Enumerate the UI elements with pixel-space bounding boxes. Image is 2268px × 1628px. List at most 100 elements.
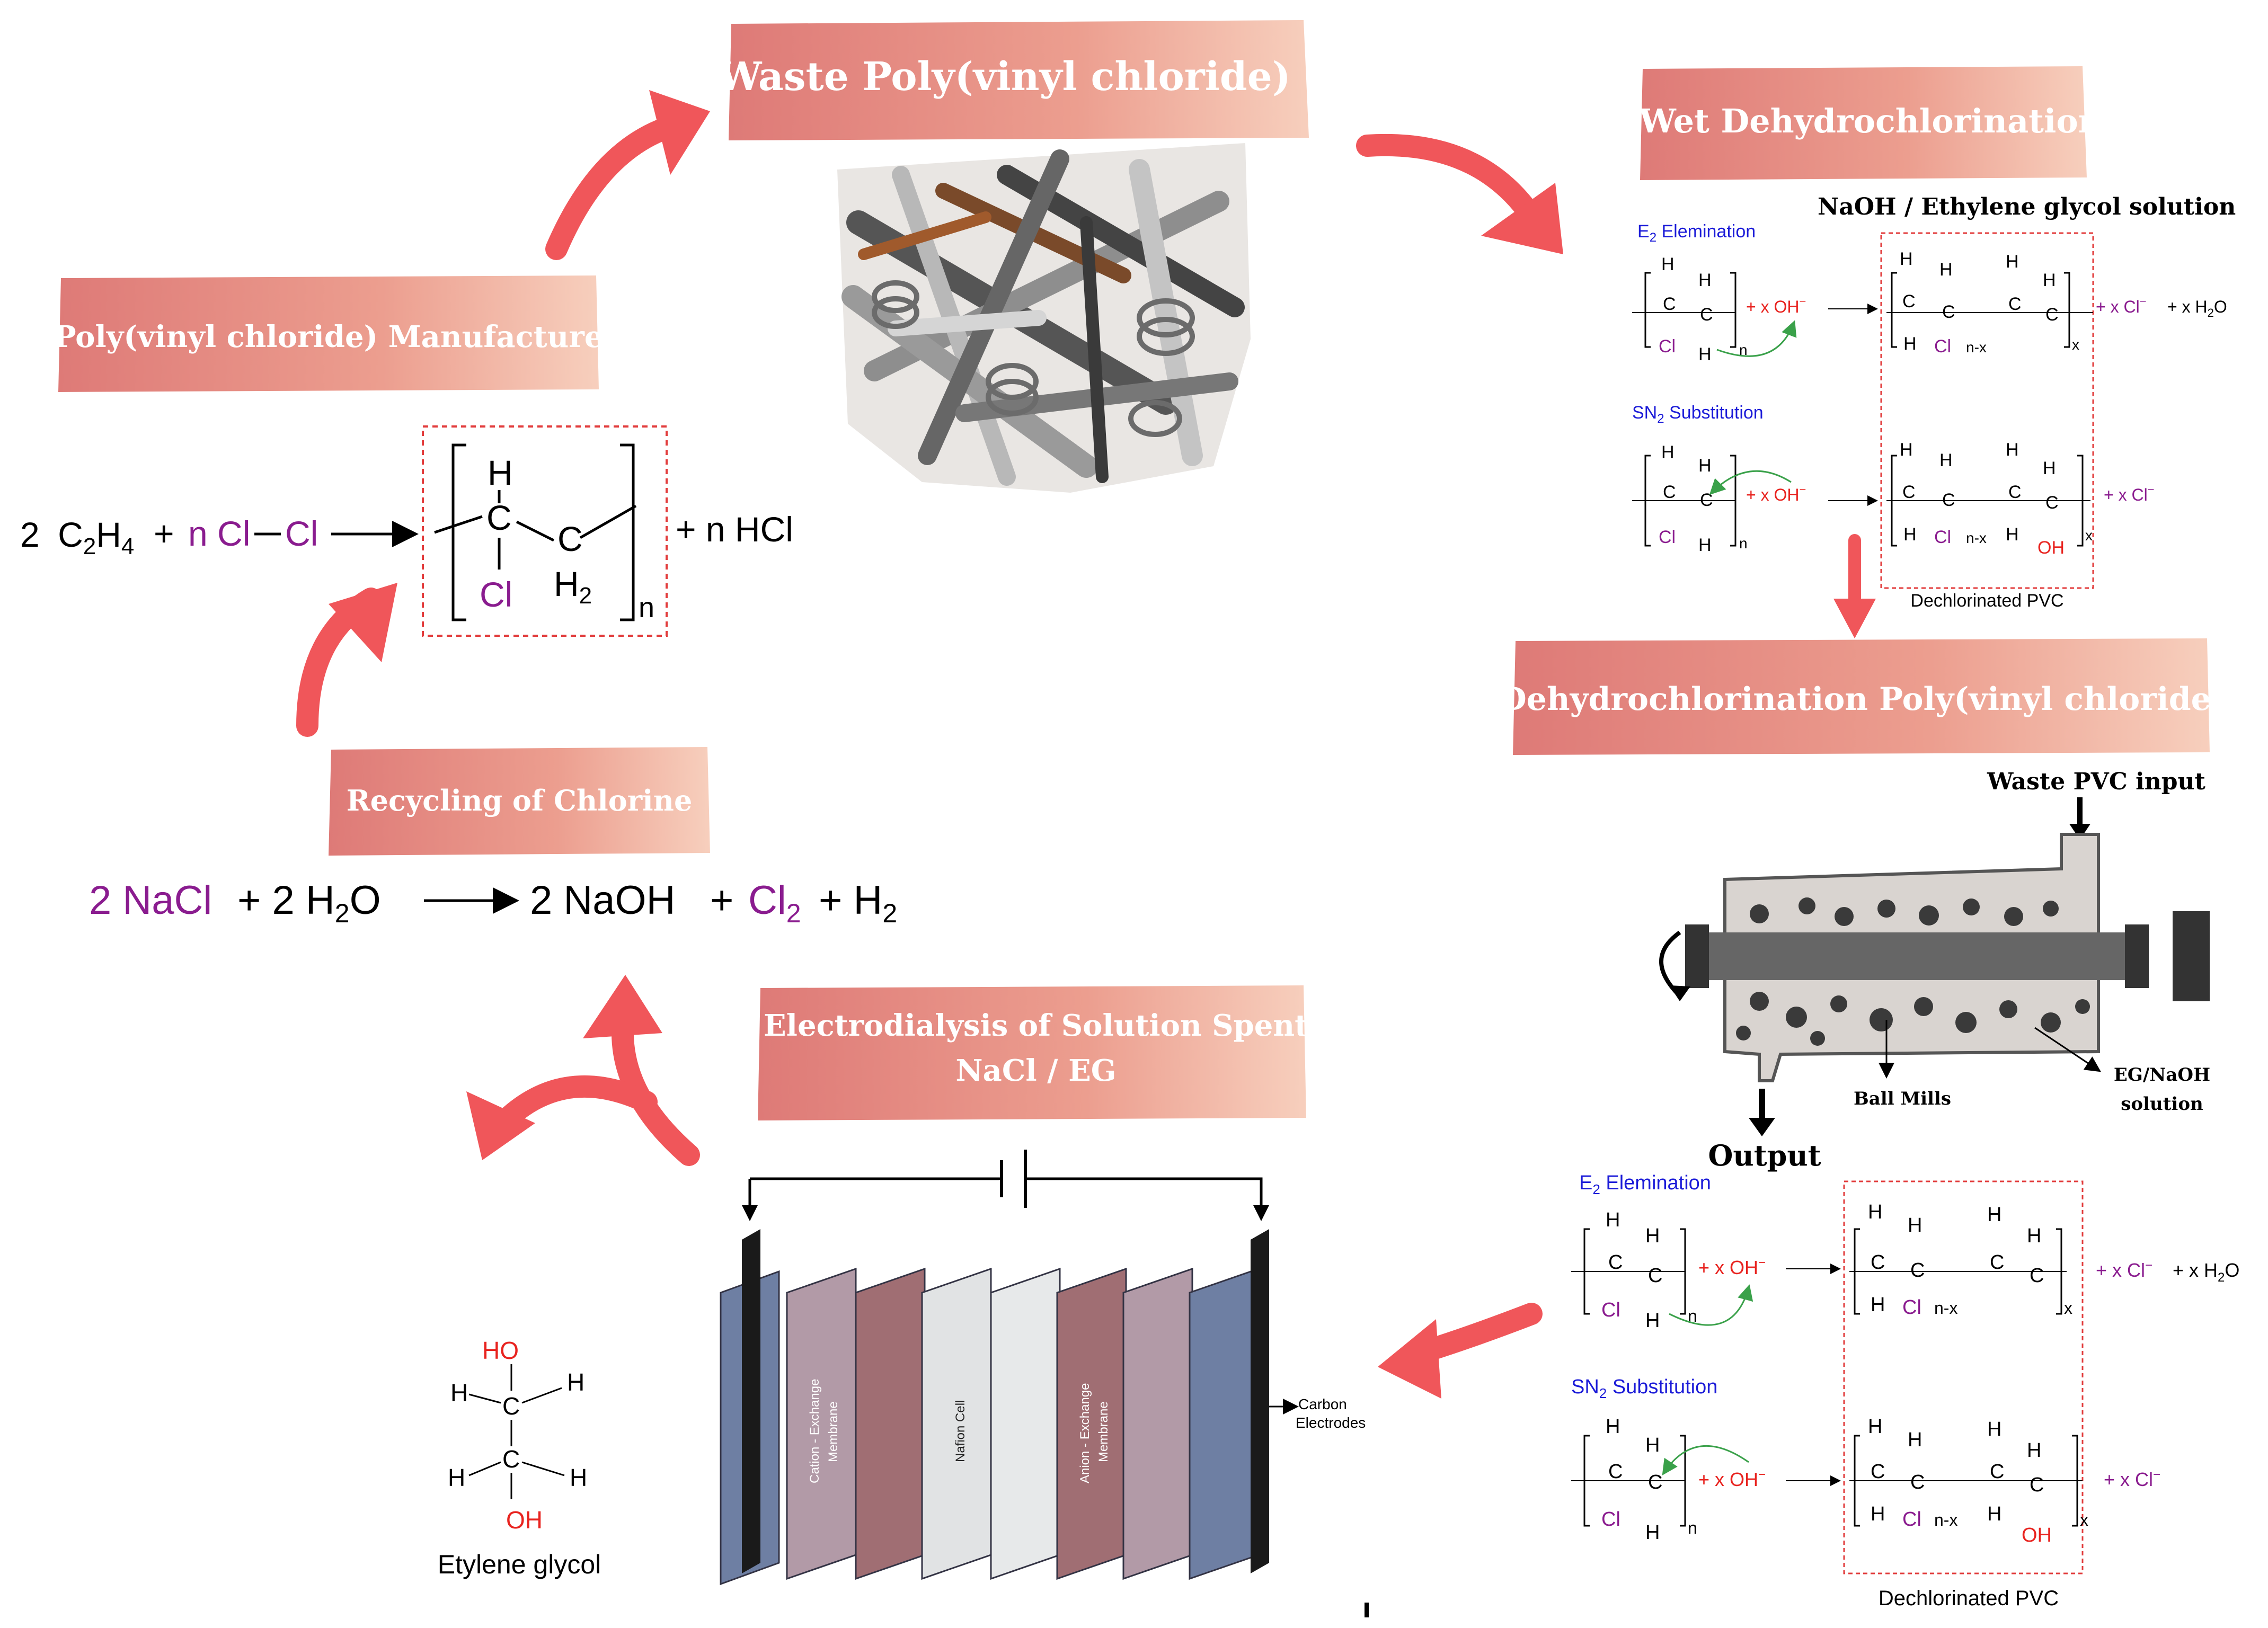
eq-coef: 2 — [20, 515, 40, 554]
svg-text:Cation - Exchange: Cation - Exchange — [808, 1379, 822, 1483]
eq-byproduct: + n HCl — [676, 510, 793, 549]
banner-manufacture-text: Poly(vinyl chloride) Manufacture — [54, 319, 604, 354]
svg-text:Membrane: Membrane — [826, 1401, 840, 1462]
svg-text:n-x: n-x — [1966, 530, 1987, 546]
svg-text:H: H — [1903, 334, 1917, 354]
glycol-name: Etylene glycol — [438, 1550, 601, 1579]
svg-text:C: C — [1700, 490, 1713, 510]
waste-input-label: Waste PVC input — [1987, 768, 2206, 795]
svg-text:C: C — [502, 1445, 520, 1473]
svg-text:+: + — [710, 878, 733, 923]
svg-text:H: H — [1645, 1434, 1660, 1456]
output-reactions: E2 Elemination H C H C Cl H n + x OH− H … — [1571, 1172, 2239, 1610]
wet-dehydro-reactions: NaOH / Ethylene glycol solution E2 Elemi… — [1632, 193, 2236, 611]
svg-text:H: H — [1698, 344, 1712, 364]
waste-pvc-illustration — [837, 143, 1251, 493]
svg-text:H: H — [1871, 1294, 1885, 1316]
svg-text:+ x H2O: + x H2O — [2167, 297, 2227, 319]
svg-text:Cl: Cl — [1659, 336, 1676, 357]
eq-plus: + — [154, 514, 174, 553]
svg-text:+ H2: + H2 — [819, 878, 897, 928]
svg-text:C: C — [1990, 1461, 2004, 1483]
electrode-left — [742, 1229, 760, 1573]
svg-text:+ x Cl−: + x Cl− — [2096, 1258, 2152, 1281]
arrowheads — [329, 90, 1876, 1399]
svg-text:C: C — [1663, 482, 1676, 502]
svg-text:n: n — [1688, 1306, 1697, 1325]
svg-text:C: C — [2008, 294, 2022, 314]
svg-text:2 C2H4: 2 C2H4 — [20, 515, 134, 559]
svg-text:H: H — [2027, 1225, 2041, 1247]
sn2-label-bottom: SN2 Substitution — [1571, 1376, 1717, 1401]
svg-text:H: H — [1908, 1214, 1922, 1236]
svg-text:C: C — [486, 498, 512, 537]
svg-text:H: H — [1698, 270, 1712, 290]
svg-text:H: H — [1645, 1310, 1660, 1332]
svg-text:+ x OH−: + x OH− — [1698, 1467, 1766, 1490]
svg-text:C: C — [1902, 291, 1916, 312]
sn2-label-top: SN2 Substitution — [1632, 403, 1764, 426]
svg-text:+ x OH−: + x OH− — [1698, 1256, 1766, 1278]
svg-text:n: n — [1739, 342, 1748, 358]
banner-electro: Electrodialysis of Solution Spent NaCl /… — [758, 985, 1308, 1120]
svg-text:Nafion Cell: Nafion Cell — [953, 1400, 968, 1462]
svg-text:Anion - Exchange: Anion - Exchange — [1078, 1383, 1092, 1483]
ethylene-glycol: HO H C H C H H OH Etylene glycol — [438, 1337, 601, 1579]
svg-text:n-x: n-x — [1966, 339, 1987, 355]
svg-text:C: C — [2045, 305, 2059, 325]
membrane-4 — [990, 1267, 1061, 1580]
svg-text:C: C — [1648, 1471, 1662, 1493]
svg-text:C: C — [1871, 1251, 1885, 1274]
svg-text:H: H — [2006, 252, 2019, 272]
svg-text:C: C — [1942, 302, 1955, 322]
svg-text:C: C — [1910, 1471, 1925, 1493]
svg-text:H: H — [1903, 524, 1917, 545]
svg-text:Cl: Cl — [1902, 1296, 1921, 1319]
svg-text:H: H — [1645, 1522, 1660, 1544]
solution-label: NaOH / Ethylene glycol solution — [1818, 193, 2236, 220]
svg-text:H: H — [1606, 1416, 1620, 1438]
banner-manufacture: Poly(vinyl chloride) Manufacture — [54, 275, 604, 392]
membrane-6 — [1122, 1267, 1193, 1580]
svg-text:H: H — [2043, 458, 2056, 478]
carbon-label: Carbon — [1298, 1396, 1347, 1412]
svg-text:OH: OH — [506, 1506, 543, 1534]
svg-text:Cl: Cl — [1902, 1508, 1921, 1531]
svg-text:C: C — [502, 1392, 520, 1420]
top-product-box — [1880, 232, 2094, 589]
svg-text:H: H — [570, 1464, 587, 1491]
svg-text:x: x — [2064, 1298, 2072, 1318]
svg-text:H: H — [1606, 1209, 1620, 1231]
eq-ncl: n Cl — [188, 514, 250, 553]
ball-mills-label: Ball Mills — [1854, 1088, 1951, 1109]
svg-text:C: C — [1990, 1251, 2004, 1274]
output-label: Output — [1708, 1138, 1821, 1172]
svg-text:x: x — [2085, 527, 2093, 544]
svg-text:+ 2 H2O: + 2 H2O — [237, 878, 381, 928]
banner-waste-pvc: Waste Poly(vinyl chloride) — [717, 20, 1309, 140]
svg-text:H: H — [1987, 1418, 2001, 1440]
svg-text:H: H — [567, 1368, 584, 1396]
svg-text:Cl: Cl — [480, 575, 512, 614]
svg-text:C: C — [1942, 490, 1955, 510]
banner-electro-line1: Electrodialysis of Solution Spent — [764, 1008, 1308, 1043]
bottom-product-box — [1843, 1180, 2084, 1574]
svg-text:+ x Cl−: + x Cl− — [2104, 1467, 2160, 1490]
svg-text:H: H — [2043, 270, 2056, 290]
svg-text:H: H — [1868, 1201, 1882, 1223]
eq-nacl: 2 NaCl — [89, 878, 212, 923]
svg-text:H: H — [1908, 1429, 1922, 1451]
svg-text:C: C — [1871, 1461, 1885, 1483]
banner-dehydro-pvc: Dehydrochlorination Poly(vinyl chloride) — [1499, 638, 2226, 755]
svg-text:Membrane: Membrane — [1096, 1401, 1111, 1462]
banner-dehydro-pvc-text: Dehydrochlorination Poly(vinyl chloride) — [1499, 681, 2226, 718]
svg-text:OH: OH — [2037, 538, 2065, 558]
svg-text:C: C — [2045, 493, 2059, 513]
banner-wet-dehydro-text: Wet Dehydrochlorination — [1638, 102, 2102, 140]
svg-text:H: H — [2027, 1439, 2041, 1462]
svg-text:C: C — [1663, 294, 1676, 314]
dechlorinated-label-bottom: Dechlorinated PVC — [1879, 1587, 2059, 1610]
manufacture-equation: 2 C2H4 + n Cl Cl H C C Cl H2 n + n HCl — [20, 425, 793, 637]
svg-text:C: C — [1608, 1251, 1623, 1274]
svg-text:n: n — [1688, 1518, 1697, 1537]
